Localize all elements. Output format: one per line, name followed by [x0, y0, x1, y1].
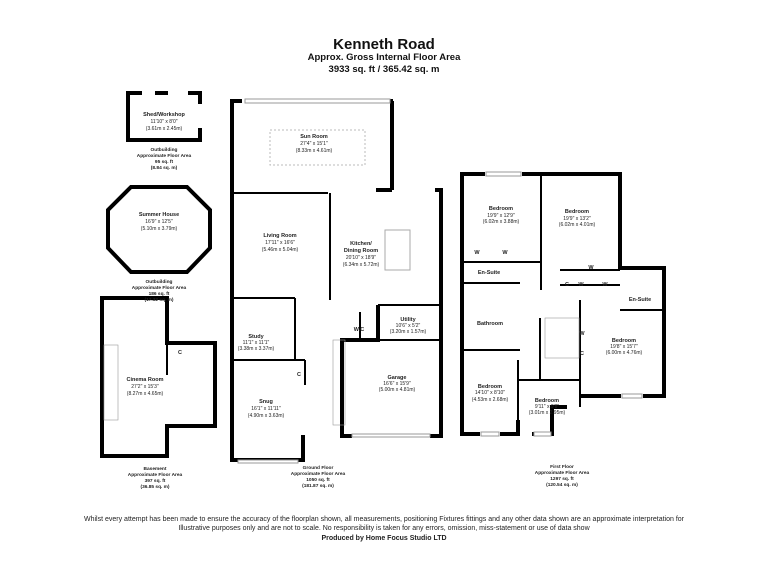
- ground-area-label: Ground Floor: [303, 465, 334, 471]
- wardrobe-2: W: [502, 250, 508, 256]
- kitchen-name-line2: Dining Room: [344, 248, 378, 254]
- bedroom5-name: Bedroom: [535, 398, 559, 404]
- basement-cupboard: C: [178, 350, 182, 356]
- basement-area-label: Basement: [144, 466, 167, 472]
- summer-area-sqm: (17.32 sq. m): [144, 297, 173, 303]
- study-imperial: 11'1" x 11'1": [243, 340, 270, 346]
- bedroom1-metric: (6.02m x 3.88m): [483, 219, 520, 225]
- basement-area-sub: Approximate Floor Area: [128, 472, 183, 478]
- ground-area-sqft: 1050 sq. ft: [306, 477, 330, 483]
- utility-metric: (3.20m x 1.57m): [390, 329, 427, 335]
- kitchen-imperial: 20'10" x 18'9": [346, 255, 376, 261]
- summer-house-metric: (5.10m x 3.79m): [141, 226, 178, 232]
- shed-area-label: Outbuilding: [151, 147, 178, 153]
- bedroom3-metric: (6.00m x 4.76m): [606, 350, 643, 356]
- wardrobe-1: W: [474, 250, 480, 256]
- summer-house-outline: [106, 185, 212, 274]
- plan-title: Kenneth Road: [333, 36, 435, 53]
- living-room-imperial: 17'11" x 16'6": [265, 240, 295, 246]
- study-name: Study: [248, 334, 264, 340]
- shed-outline: [126, 91, 202, 142]
- cinema-room-imperial: 27'2" x 15'3": [131, 384, 159, 390]
- summer-house-imperial: 16'9" x 12'5": [145, 219, 173, 225]
- bedroom2-imperial: 19'9" x 13'2": [563, 216, 591, 222]
- wardrobe-5: W: [602, 282, 608, 288]
- first-cupboard-1: C: [565, 282, 569, 288]
- first-cupboard-2: C: [580, 351, 584, 357]
- living-room-metric: (5.46m x 5.04m): [262, 247, 299, 253]
- cinema-room-name: Cinema Room: [127, 377, 164, 383]
- utility-imperial: 10'6" x 5'2": [396, 323, 421, 329]
- garage-imperial: 16'6" x 15'9": [383, 381, 411, 387]
- bedroom2-name: Bedroom: [565, 209, 589, 215]
- garage-metric: (5.00m x 4.81m): [379, 387, 416, 393]
- disclaimer-line2: Illustrative purposes only and are not t…: [178, 525, 590, 532]
- bedroom3-imperial: 19'8" x 15'7": [610, 344, 638, 350]
- shed-area-sub: Approximate Floor Area: [137, 153, 192, 159]
- study-metric: (3.38m x 3.37m): [238, 346, 275, 352]
- sun-room-name: Sun Room: [300, 134, 328, 140]
- wardrobe-6: W: [579, 331, 585, 337]
- cinema-room-metric: (8.27m x 4.65m): [127, 391, 164, 397]
- bedroom4-metric: (4.53m x 2.68m): [472, 397, 509, 403]
- bedroom4-name: Bedroom: [478, 384, 502, 390]
- plan-subtitle: Approx. Gross Internal Floor Area: [307, 52, 461, 63]
- kitchen-metric: (6.34m x 5.72m): [343, 262, 380, 268]
- ground-area-sqm: (181.87 sq. m): [302, 483, 334, 489]
- sun-room-metric: (8.33m x 4.61m): [296, 148, 333, 154]
- summer-house-name: Summer House: [139, 212, 179, 218]
- first-area-sqft: 1297 sq. ft: [550, 476, 574, 482]
- bedroom3-name: Bedroom: [612, 338, 636, 344]
- ground-area-sub: Approximate Floor Area: [291, 471, 346, 477]
- first-area-sqm: (120.54 sq. m): [546, 482, 578, 488]
- ensuite2-label: En-Suite: [629, 297, 651, 303]
- first-area-label: First Floor: [550, 464, 574, 470]
- ground-cupboard: C: [297, 372, 301, 378]
- summer-area-sub: Approximate Floor Area: [132, 285, 187, 291]
- first-area-sub: Approximate Floor Area: [535, 470, 590, 476]
- summer-area-sqft: 186 sq. ft: [149, 291, 170, 297]
- snug-imperial: 16'1" x 11'11": [251, 406, 281, 412]
- basement-area-sqft: 397 sq. ft: [145, 478, 166, 484]
- kitchen-name-line1: Kitchen/: [350, 241, 372, 247]
- bathroom-label: Bathroom: [477, 321, 503, 327]
- summer-area-label: Outbuilding: [146, 279, 173, 285]
- bedroom1-name: Bedroom: [489, 206, 513, 212]
- bedroom5-imperial: 9'11" x 9'8": [535, 404, 559, 410]
- shed-imperial: 11'10" x 8'0": [150, 119, 177, 125]
- snug-name: Snug: [259, 399, 273, 405]
- shed-name: Shed/Workshop: [143, 112, 185, 118]
- wardrobe-3: W: [588, 265, 594, 271]
- utility-name: Utility: [400, 317, 416, 323]
- wardrobe-4: W: [578, 282, 584, 288]
- basement-area-sqm: (36.85 sq. m): [140, 484, 169, 490]
- disclaimer-line1: Whilst every attempt has been made to en…: [84, 516, 684, 523]
- shed-metric: (3.61m x 2.45m): [146, 126, 183, 132]
- total-area: 3933 sq. ft / 365.42 sq. m: [328, 64, 440, 75]
- sun-room-imperial: 27'4" x 15'1": [300, 141, 328, 147]
- producer-credit: Produced by Home Focus Studio LTD: [321, 535, 447, 542]
- living-room-name: Living Room: [263, 233, 296, 239]
- bedroom2-metric: (6.02m x 4.01m): [559, 222, 596, 228]
- bedroom1-imperial: 19'9" x 12'9": [487, 213, 515, 219]
- ensuite1-label: En-Suite: [478, 270, 500, 276]
- basement-outline: [100, 296, 217, 458]
- garage-name: Garage: [388, 375, 407, 381]
- wc-label: W.C: [354, 327, 364, 333]
- snug-metric: (4.90m x 3.63m): [248, 413, 285, 419]
- bedroom5-metric: (3.01m x 2.95m): [529, 410, 566, 416]
- shed-area-sqm: (8.84 sq. m): [151, 165, 178, 171]
- shed-area-sqft: 95 sq. ft: [155, 159, 174, 165]
- bedroom4-imperial: 14'10" x 8'10": [475, 390, 505, 396]
